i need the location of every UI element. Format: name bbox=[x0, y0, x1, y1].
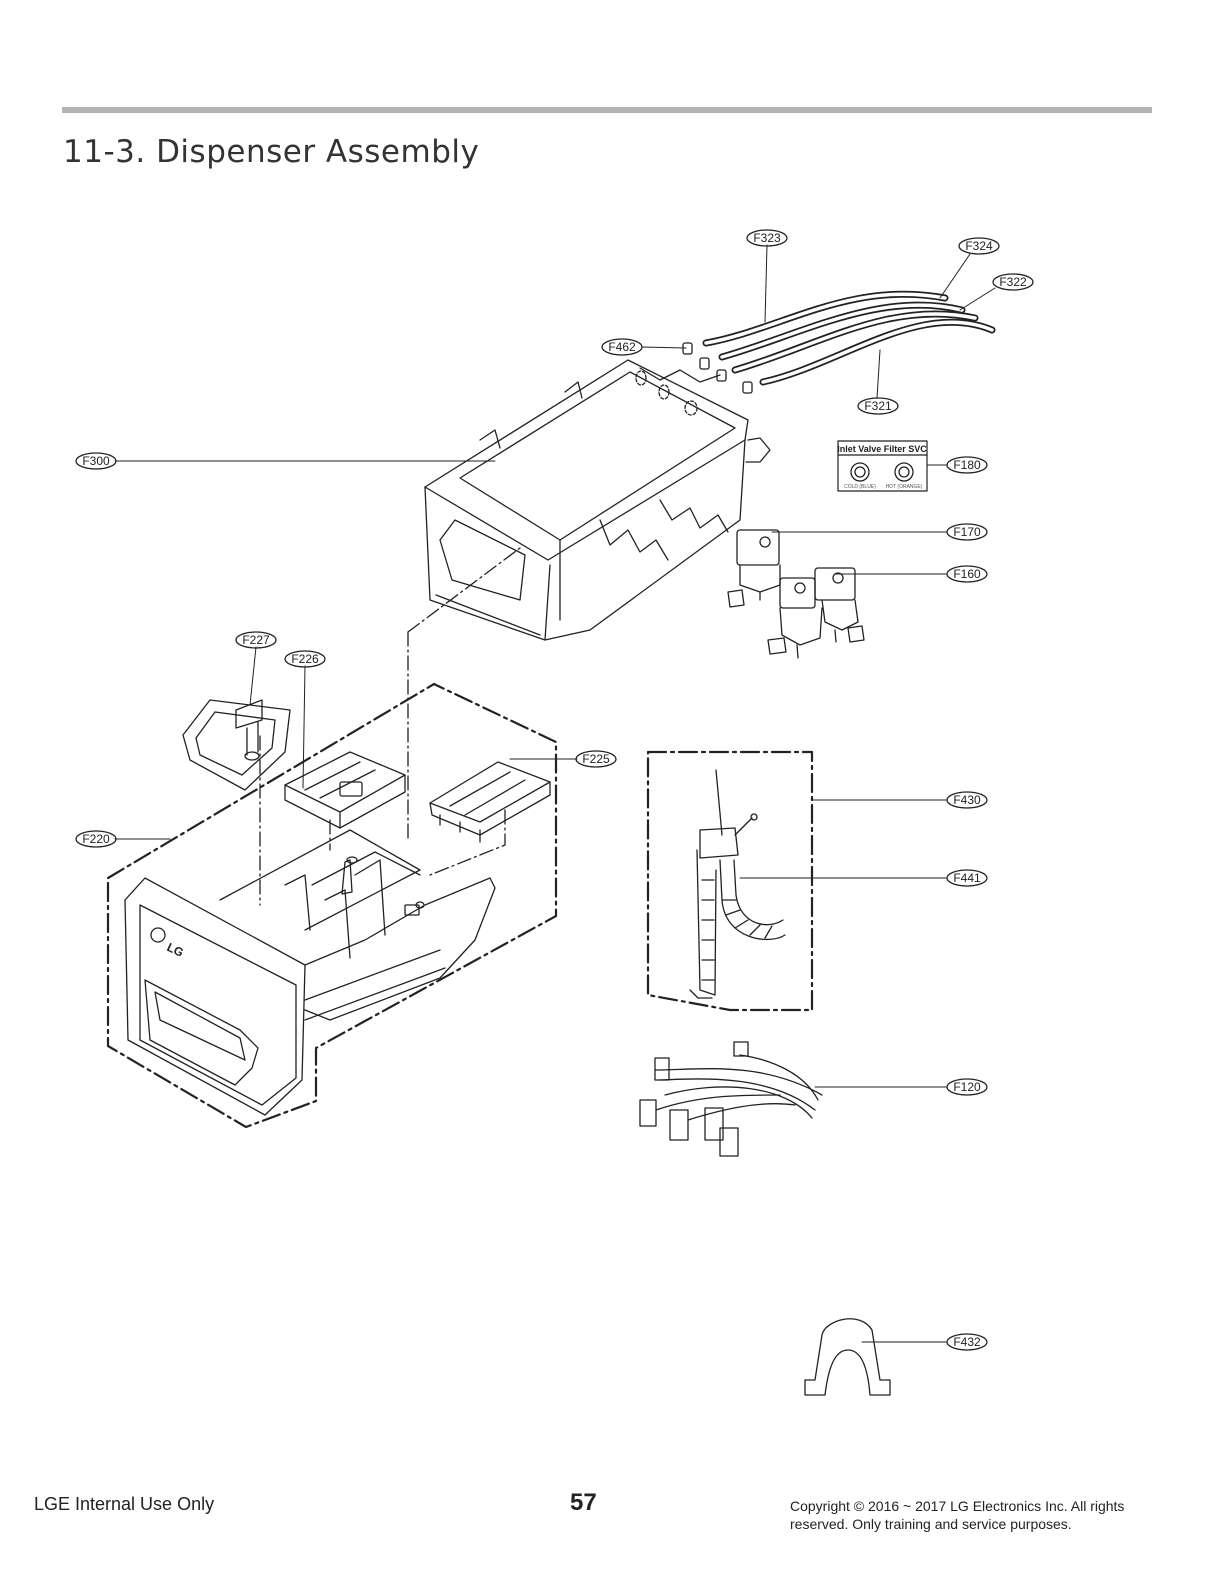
detergent-insert bbox=[284, 751, 406, 829]
callout-F160: F160 bbox=[953, 567, 981, 581]
callout-F430: F430 bbox=[953, 793, 981, 807]
callout-F220: F220 bbox=[82, 832, 110, 846]
copyright-line-1: Copyright © 2016 ~ 2017 LG Electronics I… bbox=[790, 1498, 1125, 1514]
callout-F226: F226 bbox=[291, 652, 319, 666]
callout-ovals bbox=[75, 229, 1034, 1351]
callout-F432: F432 bbox=[953, 1335, 981, 1349]
wire-harness bbox=[639, 1041, 823, 1157]
callout-F170: F170 bbox=[953, 525, 981, 539]
callout-F441: F441 bbox=[953, 871, 981, 885]
page-title: 11-3. Dispenser Assembly bbox=[63, 134, 480, 170]
drain-kit-boundary bbox=[646, 750, 814, 1012]
callout-F462: F462 bbox=[608, 340, 636, 354]
callout-F323: F323 bbox=[753, 231, 781, 245]
dispenser-housing bbox=[424, 359, 771, 641]
alignment-guides bbox=[259, 547, 521, 906]
callout-F225: F225 bbox=[582, 752, 610, 766]
callout-F300: F300 bbox=[82, 454, 110, 468]
footer-copyright: Copyright © 2016 ~ 2017 LG Electronics I… bbox=[790, 1497, 1190, 1533]
drain-hose bbox=[689, 769, 786, 999]
inlet-valve-filter-label bbox=[837, 440, 928, 492]
hose-clip bbox=[804, 1318, 891, 1396]
inlet-label-hot: HOT (ORANGE) bbox=[886, 484, 923, 490]
callout-F321: F321 bbox=[864, 399, 892, 413]
callout-F227: F227 bbox=[242, 633, 270, 647]
inlet-hoses bbox=[702, 290, 996, 386]
callout-F120: F120 bbox=[953, 1080, 981, 1094]
softener-cap bbox=[182, 699, 291, 791]
inlet-label-cold: COLD (BLUE) bbox=[844, 484, 876, 490]
dispenser-drawer: LG bbox=[124, 829, 496, 1116]
callout-F322: F322 bbox=[999, 275, 1027, 289]
drawer-logo: LG bbox=[165, 940, 186, 960]
inlet-valves bbox=[727, 529, 865, 659]
header-rule bbox=[62, 107, 1152, 113]
inlet-label-title: Inlet Valve Filter SVC bbox=[837, 444, 927, 454]
page-number: 57 bbox=[570, 1489, 597, 1516]
drawer-kit-boundary bbox=[106, 682, 558, 1129]
bleach-insert bbox=[429, 761, 551, 843]
copyright-line-2: reserved. Only training and service purp… bbox=[790, 1516, 1072, 1532]
callout-F324: F324 bbox=[965, 239, 993, 253]
callout-F180: F180 bbox=[953, 458, 981, 472]
footer-internal-notice: LGE Internal Use Only bbox=[34, 1494, 215, 1514]
